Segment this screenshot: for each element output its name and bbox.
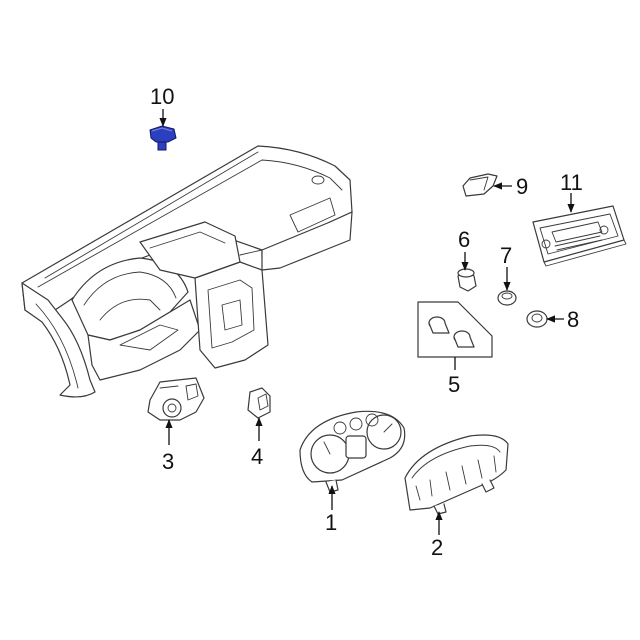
- part-8-ring[interactable]: [526, 310, 548, 328]
- part-2-cluster-housing[interactable]: [404, 434, 509, 515]
- callout-8: 8: [567, 307, 579, 332]
- callout-11: 11: [560, 170, 583, 195]
- callout-7: 7: [500, 243, 512, 268]
- part-5-switch-panel[interactable]: [417, 301, 493, 358]
- instrument-panel: [21, 145, 353, 398]
- callout-5: 5: [448, 372, 460, 397]
- callout-3: 3: [162, 449, 174, 474]
- part-6-knob[interactable]: [457, 268, 477, 292]
- part-3-ignition-housing[interactable]: [147, 377, 205, 421]
- callout-9: 9: [516, 174, 528, 199]
- callout-10: 10: [150, 84, 174, 109]
- part-11-control-module[interactable]: [532, 205, 627, 267]
- part-7-knob[interactable]: [497, 290, 517, 306]
- callout-4: 4: [251, 444, 263, 469]
- callout-6: 6: [458, 227, 470, 252]
- leader-lines: [159, 109, 575, 535]
- callout-1: 1: [325, 510, 337, 535]
- part-9-bezel-clip[interactable]: [462, 173, 498, 197]
- callout-numbers: 10 9 11 6 7 8 5 3 4 1 2: [150, 84, 583, 560]
- part-10-fastener[interactable]: [149, 125, 177, 151]
- part-4-bracket[interactable]: [247, 387, 271, 419]
- callout-2: 2: [431, 535, 443, 560]
- part-1-instrument-cluster[interactable]: [299, 410, 406, 493]
